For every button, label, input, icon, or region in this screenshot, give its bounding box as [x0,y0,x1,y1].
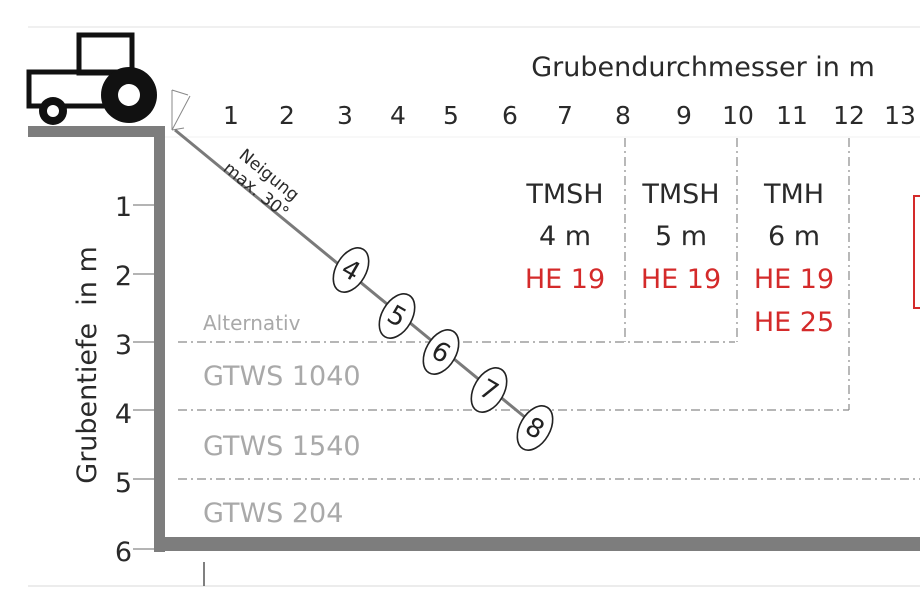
y-tick: 5 [115,468,132,499]
y-axis-title: Grubentiefe in m [72,246,103,483]
x-tick: 4 [390,101,406,130]
y-tick: 2 [115,261,132,292]
y-tick: 4 [115,399,132,430]
zone-size: 5 m [655,221,707,252]
slope-marker: 4 [332,247,370,293]
x-tick: 7 [557,101,573,130]
slope-marker: 6 [422,329,460,375]
y-tick: 1 [115,192,132,223]
x-tick: 12 [833,101,865,130]
cropped-zone-marker [913,195,920,309]
zone-labels: TMSH 4 m HE 19 TMSH 5 m HE 19 TMH 6 m HE… [525,179,834,338]
zone-rating: HE 19 [641,264,721,295]
pit-floor [154,537,920,551]
x-axis-ticks: 1 2 3 4 5 6 7 8 9 10 11 12 13 [223,101,916,130]
zone-rating: HE 19 [525,264,605,295]
zone-rating: HE 19 [754,264,834,295]
y-tick: 6 [115,537,132,568]
zone-tmh-6: TMH 6 m HE 19 HE 25 [754,179,834,338]
x-tick: 11 [776,101,808,130]
y-axis-ticks: 1 2 3 4 5 6 [115,192,132,568]
slope-marker: 8 [516,405,554,451]
ground-surface [28,126,162,137]
zone-name: TMH [763,179,824,210]
alternative-row: GTWS 204 [203,498,343,529]
alternatives-rows: GTWS 1040 GTWS 1540 GTWS 204 [203,361,361,529]
x-tick: 5 [443,101,459,130]
x-tick: 3 [337,101,353,130]
zone-name: TMSH [641,179,719,210]
zone-tmsh-5: TMSH 5 m HE 19 [641,179,721,295]
zone-name: TMSH [525,179,603,210]
x-tick: 6 [502,101,518,130]
alternative-row: GTWS 1040 [203,361,361,392]
alternative-row: GTWS 1540 [203,431,361,462]
tractor-icon [26,32,157,125]
x-tick: 8 [615,101,631,130]
y-tick-marks [133,204,154,550]
x-axis-title: Grubendurchmesser in m [531,52,875,83]
zone-rating: HE 25 [754,307,834,338]
alternatives-label: Alternativ [203,311,301,335]
slope-label: Neigung max. 30° [219,145,302,223]
x-tick: 2 [279,101,295,130]
slope-marker: 5 [378,293,416,339]
zone-size: 6 m [768,221,820,252]
zone-size: 4 m [539,221,591,252]
diameter-boundaries [624,138,850,410]
zone-tmsh-4: TMSH 4 m HE 19 [525,179,605,295]
x-tick: 9 [676,101,692,130]
y-tick: 3 [115,330,132,361]
pit-wall [154,126,165,552]
slope-hinge [171,89,191,131]
slope-markers: 4 5 6 7 8 [332,247,554,451]
x-tick: 10 [722,101,754,130]
x-tick: 1 [223,101,239,130]
depth-boundaries [178,341,920,480]
slope-marker: 7 [470,367,508,413]
x-tick: 13 [884,101,916,130]
